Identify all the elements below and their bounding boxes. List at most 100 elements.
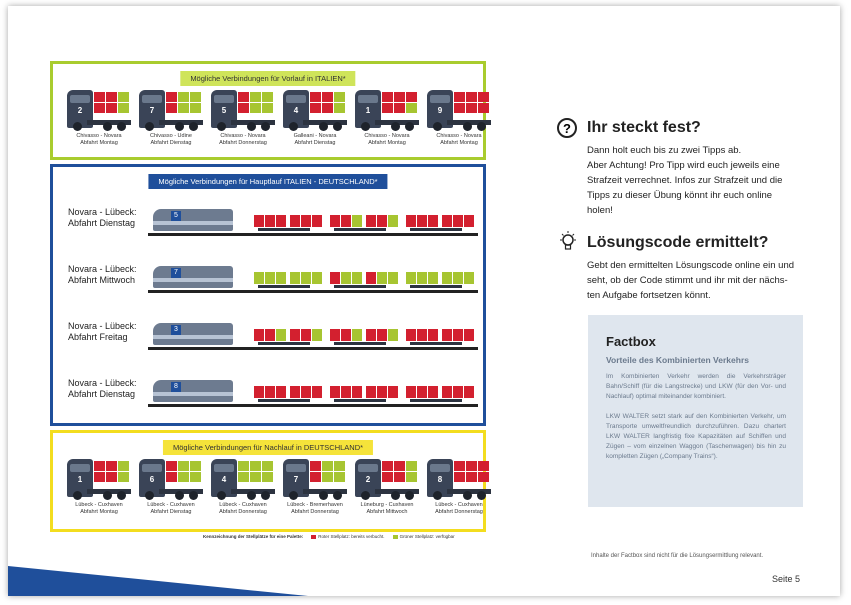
wagon-bed: [334, 342, 386, 345]
booked-slot: [94, 461, 105, 471]
truck-route: Chivasso - Udine: [150, 133, 192, 139]
locomotive: 7: [153, 266, 233, 288]
free-slot: [406, 103, 417, 113]
booked-slot: [442, 329, 452, 341]
booked-slot: [406, 386, 416, 398]
page: Mögliche Verbindungen für Vorlauf in ITA…: [8, 6, 840, 596]
booked-slot: [464, 215, 474, 227]
booked-slot: [106, 103, 117, 113]
booked-slot: [94, 103, 105, 113]
booked-slot: [265, 329, 275, 341]
wagon-bed: [410, 399, 462, 402]
pallet-slots: [238, 92, 274, 114]
wagon: [254, 215, 322, 231]
pallet-slots: [166, 92, 202, 114]
booked-slot: [453, 215, 463, 227]
free-slot: [262, 103, 273, 113]
truck-wheel: [391, 491, 400, 500]
truck-window: [286, 95, 306, 103]
free-slot: [238, 472, 249, 482]
truck-window: [430, 464, 450, 472]
booked-slot: [341, 386, 351, 398]
booked-slot: [388, 386, 398, 398]
truck-departure: Abfahrt Donnerstag: [435, 509, 483, 515]
wagon-bed: [258, 342, 310, 345]
free-slot: [322, 472, 333, 482]
question-icon: ?: [557, 118, 577, 138]
tips-line: Aber Achtung! Pro Tipp wird euch jeweils…: [587, 160, 780, 171]
booked-slot: [310, 472, 321, 482]
truck-wheel: [433, 122, 442, 131]
booked-slot: [341, 215, 351, 227]
wagon-bed: [410, 342, 462, 345]
free-slot: [262, 92, 273, 102]
free-slot: [417, 272, 427, 284]
truck-window: [70, 95, 90, 103]
free-slot: [312, 329, 322, 341]
truck-route: Lübeck - Cuxhaven: [435, 502, 483, 508]
truck-route: Lübeck - Bremerhaven: [287, 502, 343, 508]
loco-stripe: [153, 278, 233, 282]
wagon: [330, 386, 398, 402]
loco-stripe: [153, 221, 233, 225]
booked-slot: [382, 461, 393, 471]
truck-wheel: [261, 491, 270, 500]
truck-window: [214, 464, 234, 472]
pallet-slots: [238, 461, 274, 483]
truck-wheel: [477, 122, 486, 131]
booked-slot: [322, 92, 333, 102]
legend-green-item: Grüner Stellplatz: verfügbar: [392, 534, 455, 539]
truck-route: Lübeck - Cuxhaven: [147, 502, 195, 508]
truck-departure: Abfahrt Dienstag: [294, 140, 336, 146]
truck-route: Galleani - Novara: [293, 133, 337, 139]
booked-slot: [417, 329, 427, 341]
booked-slot: [106, 472, 117, 482]
train-route: Novara - Lübeck:: [68, 321, 137, 331]
legend-red-item: Roter Stellplatz: bereits verbucht.: [311, 534, 385, 539]
train-label: Novara - Lübeck:Abfahrt Freitag: [68, 321, 148, 343]
truck-wheel: [145, 122, 154, 131]
truck-number: 2: [77, 106, 83, 115]
train-departure: Abfahrt Dienstag: [68, 218, 136, 228]
free-slot: [178, 103, 189, 113]
truck-departure: Abfahrt Donnerstag: [219, 140, 267, 146]
truck-number: 9: [437, 106, 443, 115]
nachlauf-title: Mögliche Verbindungen für Nachlauf in DE…: [162, 440, 374, 455]
truck-window: [358, 464, 378, 472]
truck-route: Lübeck - Cuxhaven: [219, 502, 267, 508]
truck-departure: Abfahrt Mittwoch: [366, 509, 408, 515]
rail-track: [148, 347, 478, 350]
booked-slot: [394, 103, 405, 113]
truck-number: 6: [149, 475, 155, 484]
truck-window: [430, 95, 450, 103]
free-slot: [178, 461, 189, 471]
booked-slot: [478, 92, 489, 102]
booked-slot: [254, 386, 264, 398]
solution-line: Gebt den ermittelten Lösungscode online …: [587, 260, 795, 271]
free-slot: [190, 472, 201, 482]
truck-window: [70, 464, 90, 472]
truck-wheel: [319, 122, 328, 131]
truck-wheel: [103, 491, 112, 500]
truck-wheel: [333, 491, 342, 500]
booked-slot: [454, 103, 465, 113]
truck-number: 7: [293, 475, 299, 484]
booked-slot: [310, 103, 321, 113]
free-slot: [334, 461, 345, 471]
page-number: Seite 5: [772, 574, 801, 584]
booked-slot: [406, 329, 416, 341]
booked-slot: [276, 386, 286, 398]
booked-slot: [166, 472, 177, 482]
booked-slot: [453, 386, 463, 398]
truck-number: 1: [77, 475, 83, 484]
booked-slot: [166, 103, 177, 113]
tips-line: holen!: [587, 205, 613, 216]
free-slot: [334, 92, 345, 102]
truck-wheel: [361, 122, 370, 131]
truck-route: Lüneburg - Cuxhaven: [360, 502, 414, 508]
